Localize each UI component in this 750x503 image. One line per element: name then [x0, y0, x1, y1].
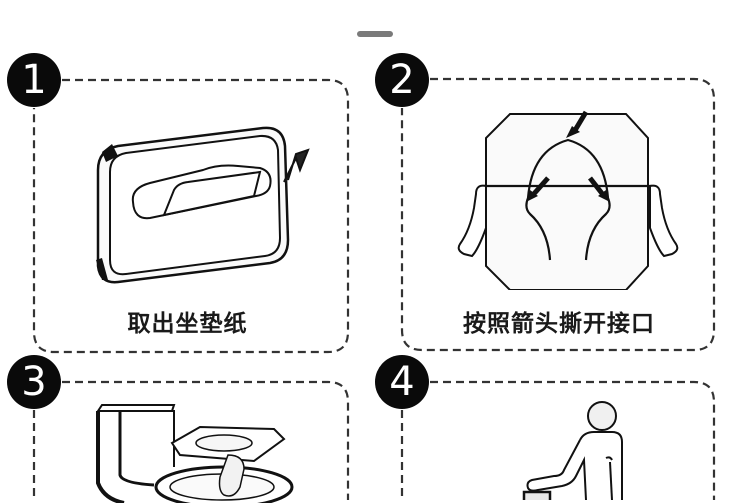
drag-handle[interactable] [357, 31, 393, 37]
step-badge-3: 3 [7, 355, 61, 409]
step-panel-3: 3 [0, 355, 375, 503]
dashed-frame [400, 380, 716, 500]
step-caption-1: 取出坐垫纸 [127, 311, 248, 337]
step-caption-2: 按照箭头撕开接口 [463, 311, 655, 337]
step-panel-4: 4 [368, 355, 750, 500]
toilet-with-seat-cover-icon [96, 404, 294, 503]
step-panel-1: 1 取出坐垫纸 [0, 0, 375, 370]
step-badge-4: 4 [375, 355, 429, 409]
step-panel-2: 2 按照箭头撕开接口 [368, 0, 750, 370]
tear-along-arrows-icon [457, 110, 679, 290]
step-badge-1: 1 [7, 53, 61, 107]
person-disposing-icon [522, 401, 623, 500]
dashed-frame [400, 77, 716, 352]
seat-cover-dispenser-icon [96, 126, 310, 284]
dashed-frame [32, 380, 350, 500]
dashed-frame [32, 78, 350, 354]
step-badge-2: 2 [375, 53, 429, 107]
